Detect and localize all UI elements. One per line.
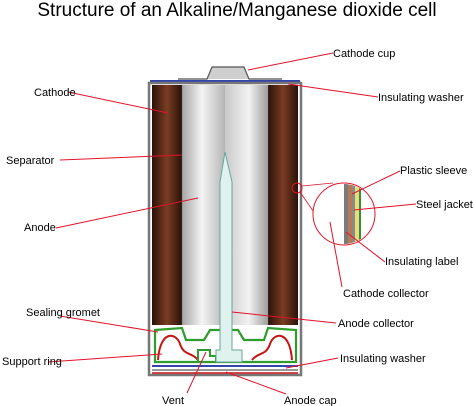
insulating-washer-top	[150, 80, 300, 83]
cathode-right	[268, 85, 298, 325]
label-anode-collector: Anode collector	[338, 318, 414, 330]
leader-insulating-label	[345, 231, 386, 263]
leader-steel-jacket	[353, 203, 417, 211]
label-vent: Vent	[162, 395, 184, 406]
leader-cathode-cup	[247, 52, 334, 71]
label-anode: Anode	[24, 222, 56, 234]
leader-support-ring	[47, 353, 163, 363]
label-steel-jacket: Steel jacket	[416, 199, 473, 211]
label-insulating-washer-top: Insulating washer	[378, 92, 464, 104]
detail-connector-top	[301, 182, 334, 187]
support-ring-left	[157, 334, 199, 361]
leader-anode	[55, 197, 199, 229]
leader-cathode-collector	[329, 221, 343, 288]
label-insulating-washer-bottom: Insulating washer	[340, 353, 426, 365]
leader-vent	[186, 351, 207, 394]
leader-insulating-washer-top	[287, 83, 379, 98]
leader-sealing-gromet	[59, 315, 159, 333]
support-ring-right	[251, 334, 293, 361]
label-separator: Separator	[6, 155, 55, 167]
label-support-ring: Support ring	[2, 356, 62, 368]
detail-zoom	[312, 182, 376, 246]
label-cathode: Cathode	[34, 87, 76, 99]
leader-anode-collector	[231, 311, 337, 324]
steel-jacket	[147, 81, 303, 377]
label-cathode-cup: Cathode cup	[333, 48, 395, 60]
label-insulating-label: Insulating label	[385, 256, 458, 268]
page-title: Structure of an Alkaline/Manganese dioxi…	[37, 0, 436, 21]
anode-collector	[215, 151, 243, 363]
anode-left	[183, 85, 225, 325]
leader-anode-cap	[225, 371, 287, 395]
label-cathode-collector: Cathode collector	[343, 288, 429, 300]
leader-cathode	[67, 91, 169, 114]
label-plastic-sleeve: Plastic sleeve	[400, 165, 467, 177]
detail-marker	[291, 182, 303, 194]
leader-separator	[59, 154, 183, 161]
label-anode-cap: Anode cap	[284, 395, 337, 406]
leader-plastic-sleeve	[351, 170, 401, 195]
label-sealing-gromet: Sealing gromet	[26, 307, 100, 319]
leader-insulating-washer-bottom	[285, 357, 339, 369]
cathode-cup	[178, 66, 282, 80]
